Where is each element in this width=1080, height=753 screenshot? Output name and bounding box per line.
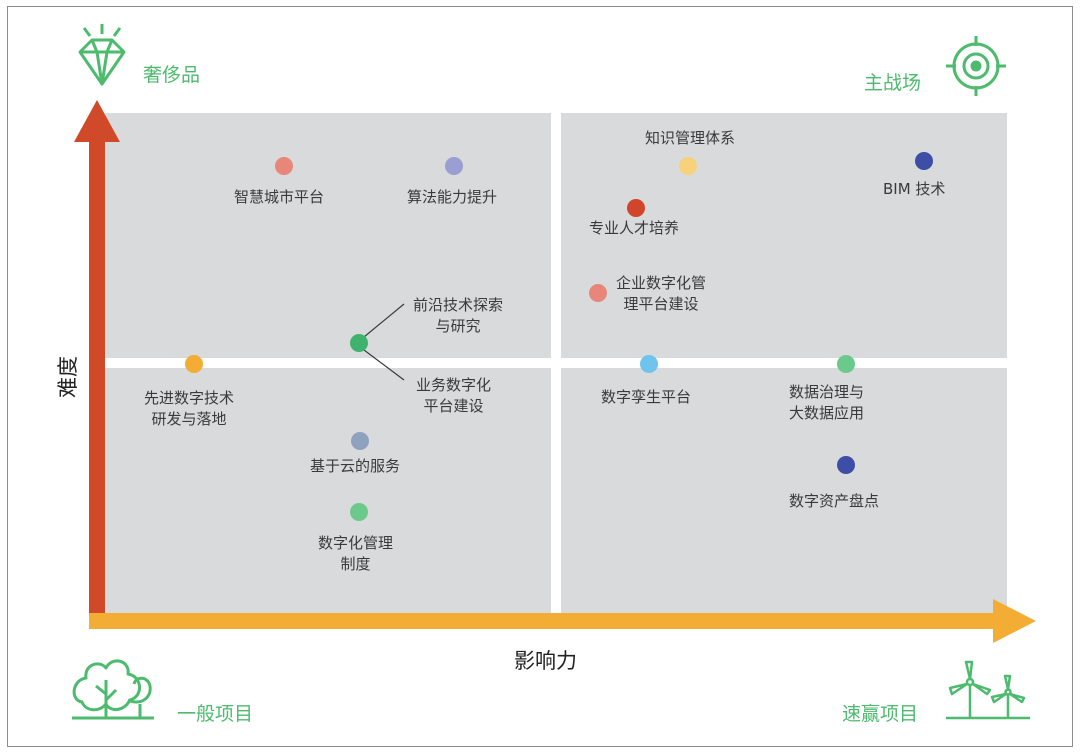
item-label: 专业人才培养 xyxy=(589,218,679,239)
item-label: 数字资产盘点 xyxy=(789,491,879,512)
item-label: 智慧城市平台 xyxy=(234,187,324,208)
quadrant-label-top-left: 奢侈品 xyxy=(143,64,201,86)
item-label-line: 先进数字技术 xyxy=(144,389,235,407)
dot-smart-city xyxy=(275,157,293,175)
item-label: 企业数字化管理平台建设 xyxy=(616,273,706,315)
item-label-line: BIM 技术 xyxy=(883,180,946,198)
quadrant-top-left xyxy=(105,113,551,358)
item-label-line: 专业人才培养 xyxy=(589,219,680,237)
dot-enterprise-platform xyxy=(589,284,607,302)
connector-line xyxy=(363,349,405,381)
item-label-line: 研发与落地 xyxy=(151,410,227,428)
dot-cloud-service xyxy=(351,432,369,450)
quadrant-bottom-right xyxy=(561,368,1007,613)
quadrant-label-bottom-left: 一般项目 xyxy=(177,703,254,725)
dot-digital-twin xyxy=(640,355,658,373)
item-label: 先进数字技术研发与落地 xyxy=(144,388,234,430)
item-label-line: 数字化管理 xyxy=(318,534,394,552)
item-label: 数据治理与大数据应用 xyxy=(789,382,864,424)
x-axis-arrow xyxy=(89,599,1036,643)
item-label-line: 算法能力提升 xyxy=(407,188,498,206)
quadrant-label-top-right: 主战场 xyxy=(864,72,922,94)
item-label-line: 数字孪生平台 xyxy=(601,388,692,406)
dot-frontier-research xyxy=(350,334,368,352)
quadrant-label-bottom-right: 速赢项目 xyxy=(842,703,919,725)
quadrant-top-right xyxy=(561,113,1007,358)
dot-management-system xyxy=(350,503,368,521)
diagram-frame xyxy=(7,6,1073,747)
item-label-line: 业务数字化 xyxy=(416,376,492,394)
item-label: 数字孪生平台 xyxy=(601,387,691,408)
item-label: 基于云的服务 xyxy=(310,456,400,477)
connector-line xyxy=(363,303,405,338)
item-label: 业务数字化平台建设 xyxy=(416,375,491,417)
x-axis-title: 影响力 xyxy=(514,649,577,673)
item-label-line: 数据治理与 xyxy=(789,383,865,401)
dot-asset-inventory xyxy=(837,456,855,474)
item-label: BIM 技术 xyxy=(883,179,945,200)
item-label-line: 企业数字化管 xyxy=(616,274,707,292)
item-label-line: 智慧城市平台 xyxy=(234,188,325,206)
y-axis-title: 难度 xyxy=(56,356,80,398)
item-label-line: 知识管理体系 xyxy=(645,129,736,147)
dot-advanced-tech xyxy=(185,355,203,373)
item-label: 算法能力提升 xyxy=(407,187,497,208)
dot-data-governance xyxy=(837,355,855,373)
dot-knowledge xyxy=(679,157,697,175)
item-label: 前沿技术探索与研究 xyxy=(413,295,503,337)
item-label-line: 理平台建设 xyxy=(623,295,699,313)
dot-bim xyxy=(915,152,933,170)
dot-algorithm xyxy=(445,157,463,175)
item-label-line: 制度 xyxy=(340,555,371,573)
item-label: 数字化管理制度 xyxy=(318,533,393,575)
item-label-line: 平台建设 xyxy=(423,397,484,415)
quadrant-bottom-left xyxy=(105,368,551,613)
item-label-line: 前沿技术探索 xyxy=(413,296,504,314)
item-label-line: 大数据应用 xyxy=(789,404,865,422)
item-label-line: 与研究 xyxy=(435,317,481,335)
item-label: 知识管理体系 xyxy=(645,128,735,149)
dot-talent xyxy=(627,199,645,217)
item-label-line: 基于云的服务 xyxy=(310,457,401,475)
item-label-line: 数字资产盘点 xyxy=(789,492,880,510)
y-axis-arrow xyxy=(74,100,120,627)
